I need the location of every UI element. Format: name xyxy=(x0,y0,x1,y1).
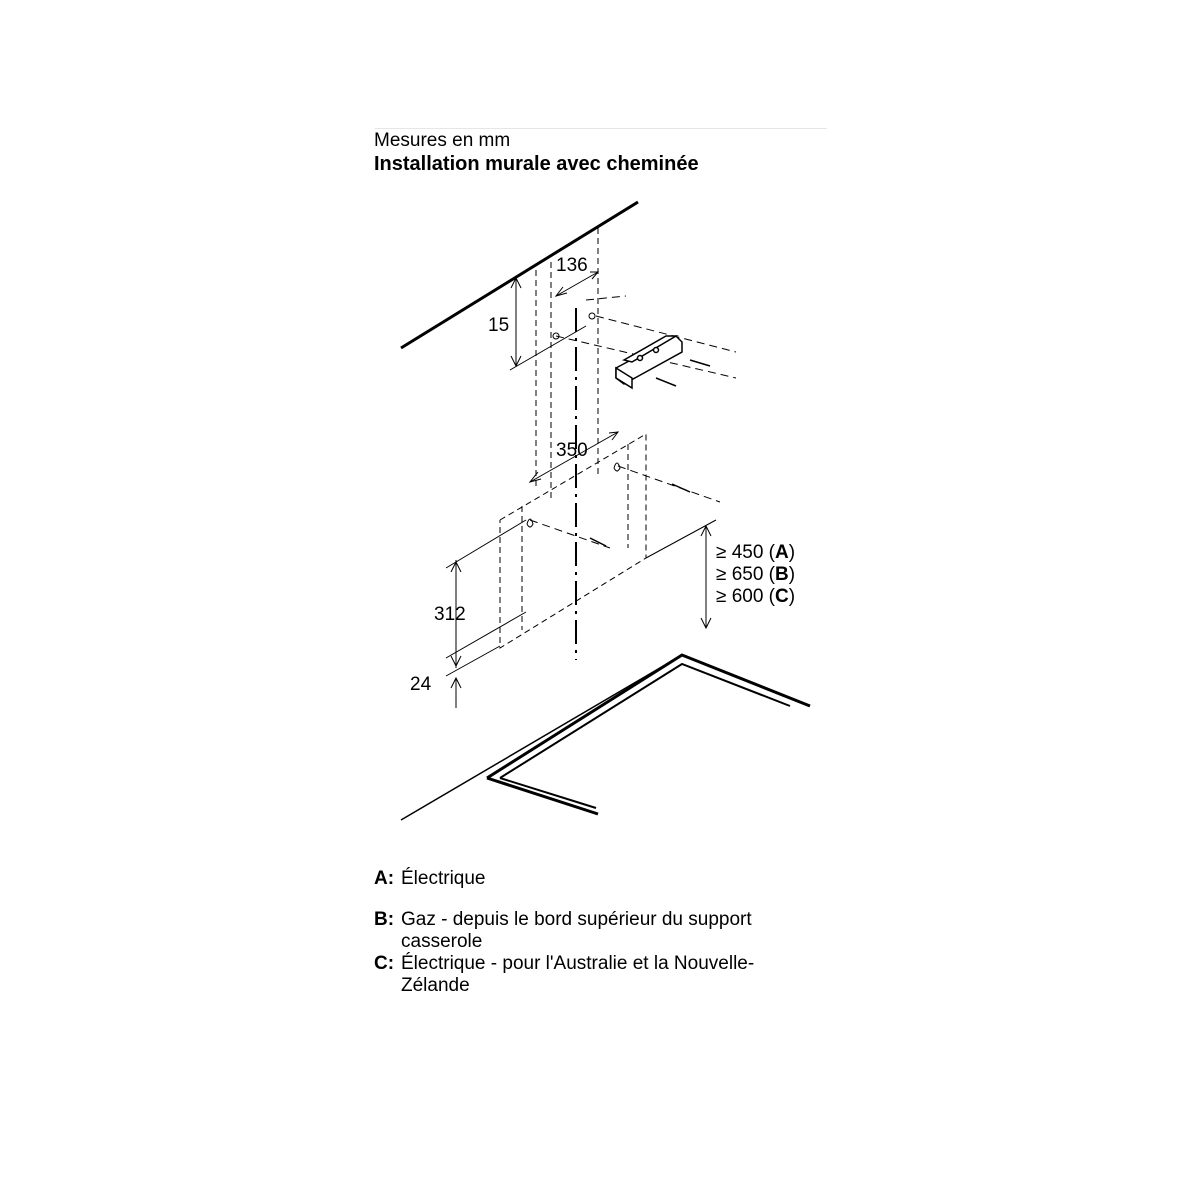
diagram-title: Installation murale avec cheminée xyxy=(374,153,699,175)
dimension-15: 15 xyxy=(488,315,509,336)
screw-icon xyxy=(589,483,691,547)
dimension-15-marks xyxy=(509,276,587,371)
legend: A: Électrique B: Gaz - depuis le bord su… xyxy=(374,868,814,997)
units-subtitle: Mesures en mm xyxy=(374,130,511,151)
ceiling-line xyxy=(400,200,639,350)
clearance-A: ≥ 450 (A) xyxy=(716,542,795,563)
legend-text: Gaz - depuis le bord supérieur du suppor… xyxy=(401,909,752,952)
legend-key: C: xyxy=(374,953,395,974)
hood-mounting-guides xyxy=(529,465,721,549)
clearance-B: ≥ 650 (B) xyxy=(716,564,795,585)
keyhole-icon xyxy=(526,518,534,528)
dimension-350: 350 xyxy=(556,440,588,461)
clearance-dimension-marks xyxy=(645,519,717,630)
dimension-312-marks xyxy=(445,519,527,708)
header-rule xyxy=(375,128,827,129)
legend-text: Électrique xyxy=(401,868,486,889)
header: Mesures en mm Installation murale avec c… xyxy=(374,130,699,176)
dimension-312: 312 xyxy=(434,604,466,625)
legend-item-c: C: Électrique - pour l'Australie et la N… xyxy=(374,953,814,997)
clearance-C: ≥ 600 (C) xyxy=(716,586,795,607)
dimension-136-marks xyxy=(554,271,600,297)
dimension-350-marks xyxy=(528,431,620,483)
dimension-136: 136 xyxy=(556,255,588,276)
dimension-24: 24 xyxy=(410,674,432,695)
wall-bracket-icon xyxy=(615,335,683,390)
legend-item-a: A: Électrique xyxy=(374,868,814,890)
hood-outline xyxy=(499,433,647,649)
legend-key: A: xyxy=(374,868,395,889)
screw-hole-icon xyxy=(588,312,596,320)
legend-key: B: xyxy=(374,909,395,930)
cooktop-icon xyxy=(400,653,811,821)
legend-text: Électrique - pour l'Australie et la Nouv… xyxy=(401,953,755,996)
screw-hole-icon xyxy=(552,332,560,340)
legend-item-b: B: Gaz - depuis le bord supérieur du sup… xyxy=(374,909,814,953)
keyhole-icon xyxy=(613,462,621,472)
chimney-outline xyxy=(535,228,599,500)
screw-icon xyxy=(655,359,711,387)
